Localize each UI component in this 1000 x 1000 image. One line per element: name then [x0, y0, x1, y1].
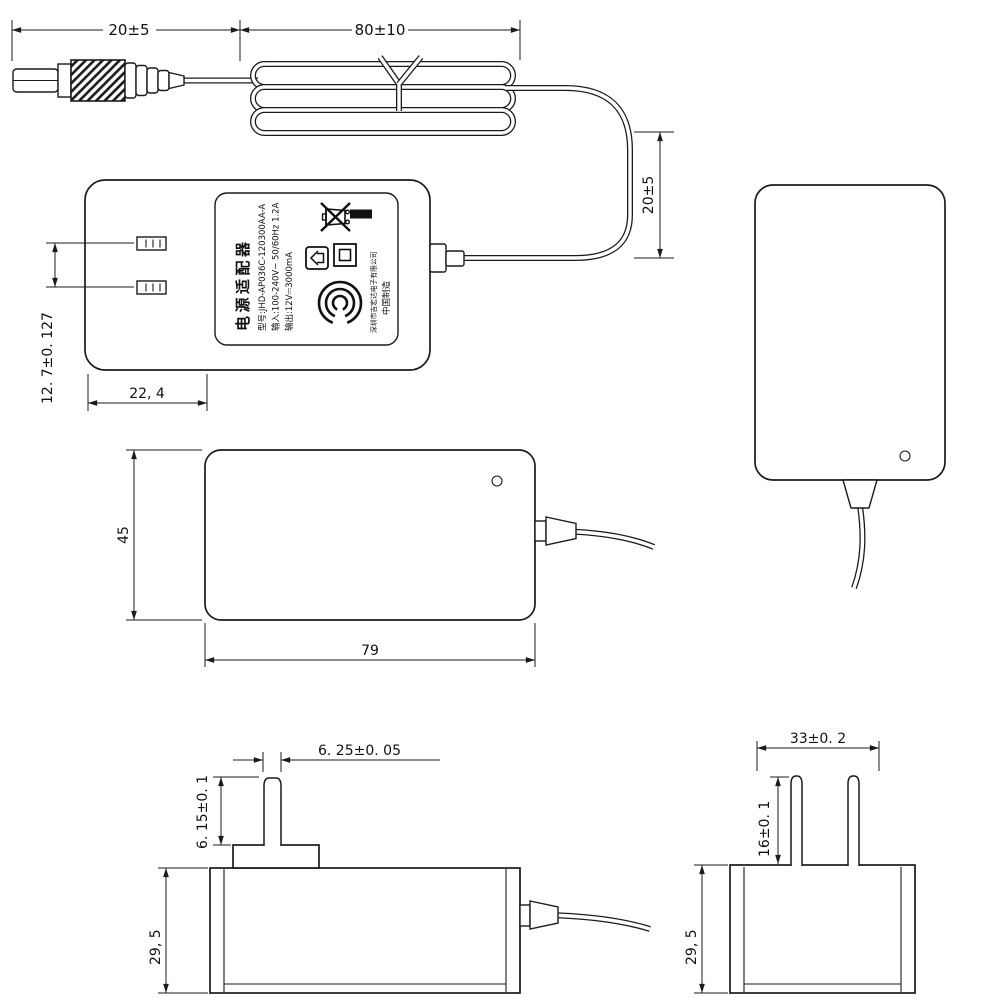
- cable-bushing: [519, 904, 531, 927]
- dim-prong-offset-text: 22, 4: [129, 386, 165, 402]
- label-manufacturer: 深圳市吉宏达电子有限公司: [369, 251, 378, 333]
- dim-coil-length-text: 80±10: [355, 21, 406, 39]
- dim-plug-length: 20±5: [11, 20, 241, 61]
- dim-cable-drop: 20±5: [634, 131, 674, 259]
- dim-cable-drop-text: 20±5: [641, 176, 657, 214]
- rear-body: [754, 184, 946, 481]
- dim-prong-span: 33±0. 2: [756, 731, 880, 771]
- dimensions: 20±5 80±10 20±5 12. 7±0. 127 22, 4: [11, 20, 880, 994]
- dim-plug-length-text: 20±5: [108, 21, 149, 39]
- label-model: 型号:JHD-AP036C-120300AA-A: [258, 204, 268, 331]
- prong-slot-top: [136, 236, 167, 251]
- label-product-name: 电源适配器: [234, 238, 252, 331]
- dim-prong-width: 6. 25±0. 05: [233, 743, 440, 772]
- label-input: 输入:100-240V~ 50/60Hz 1.2A: [271, 202, 282, 331]
- led-hole: [899, 450, 911, 462]
- side-body: [204, 449, 536, 621]
- dim-prong-offset: 22, 4: [87, 374, 208, 411]
- dim-prong-width-text: 6. 25±0. 05: [318, 743, 401, 759]
- dim-body-depth-right-text: 29, 5: [684, 929, 700, 965]
- prong-right: [847, 775, 860, 866]
- strain-relief: [545, 516, 577, 546]
- dim-prong-length-text: 16±0. 1: [757, 801, 773, 857]
- dim-prong-height: 6. 15±0. 1: [195, 775, 259, 849]
- indoor-use-icon: [305, 246, 329, 270]
- cable-bushing-tip: [445, 250, 465, 267]
- dim-body-depth-left: 29, 5: [148, 867, 208, 994]
- plug-strain-relief: [168, 71, 185, 90]
- rear-view: [754, 184, 946, 590]
- prong-profile: [263, 777, 282, 846]
- prong-left: [790, 775, 803, 866]
- solid-bar-icon: [350, 209, 372, 219]
- dim-prong-pitch: 12. 7±0. 127: [40, 242, 134, 404]
- prong-platform: [232, 844, 320, 869]
- front-view: 电源适配器 型号:JHD-AP036C-120300AA-A 输入:100-24…: [84, 179, 465, 371]
- dc-barrel-plug: [12, 59, 185, 102]
- label-output: 输出:12V⎓3000mA: [284, 252, 295, 331]
- cable-tie: [377, 55, 424, 111]
- strain-relief: [529, 900, 559, 930]
- power-cable: [184, 55, 633, 261]
- dim-prong-span-text: 33±0. 2: [790, 731, 846, 747]
- plug-grip: [70, 59, 126, 102]
- dim-prong-pitch-text: 12. 7±0. 127: [40, 312, 56, 404]
- plug-end-view: [729, 775, 916, 994]
- cable-bushing: [534, 520, 547, 542]
- prong-slot-bottom: [136, 280, 167, 295]
- side-view: [204, 449, 656, 621]
- dim-body-height: 45: [116, 449, 202, 621]
- dim-body-depth-left-text: 29, 5: [148, 929, 164, 965]
- dim-cable-coil-length: 80±10: [240, 20, 521, 60]
- plug-collar: [57, 63, 72, 98]
- body-profile: [209, 867, 521, 994]
- cable-bushing: [429, 243, 447, 273]
- label-origin: 中国制造: [381, 280, 392, 315]
- class-ii-insulation-icon: [333, 243, 357, 267]
- body-end: [729, 864, 916, 994]
- dim-body-depth-right: 29, 5: [684, 864, 728, 994]
- led-hole: [491, 475, 503, 487]
- plug-side-view: [209, 777, 651, 994]
- dim-prong-length: 16±0. 1: [757, 776, 789, 864]
- strain-relief: [842, 479, 878, 509]
- dim-body-width: 79: [204, 623, 536, 667]
- dim-prong-height-text: 6. 15±0. 1: [195, 775, 211, 849]
- ccc-certification-icon: [317, 280, 363, 328]
- weee-crossed-bin-icon: [320, 202, 351, 232]
- rating-label-content: 电源适配器 型号:JHD-AP036C-120300AA-A 输入:100-24…: [234, 202, 392, 333]
- dim-body-height-text: 45: [116, 526, 132, 544]
- dim-body-width-text: 79: [361, 643, 379, 659]
